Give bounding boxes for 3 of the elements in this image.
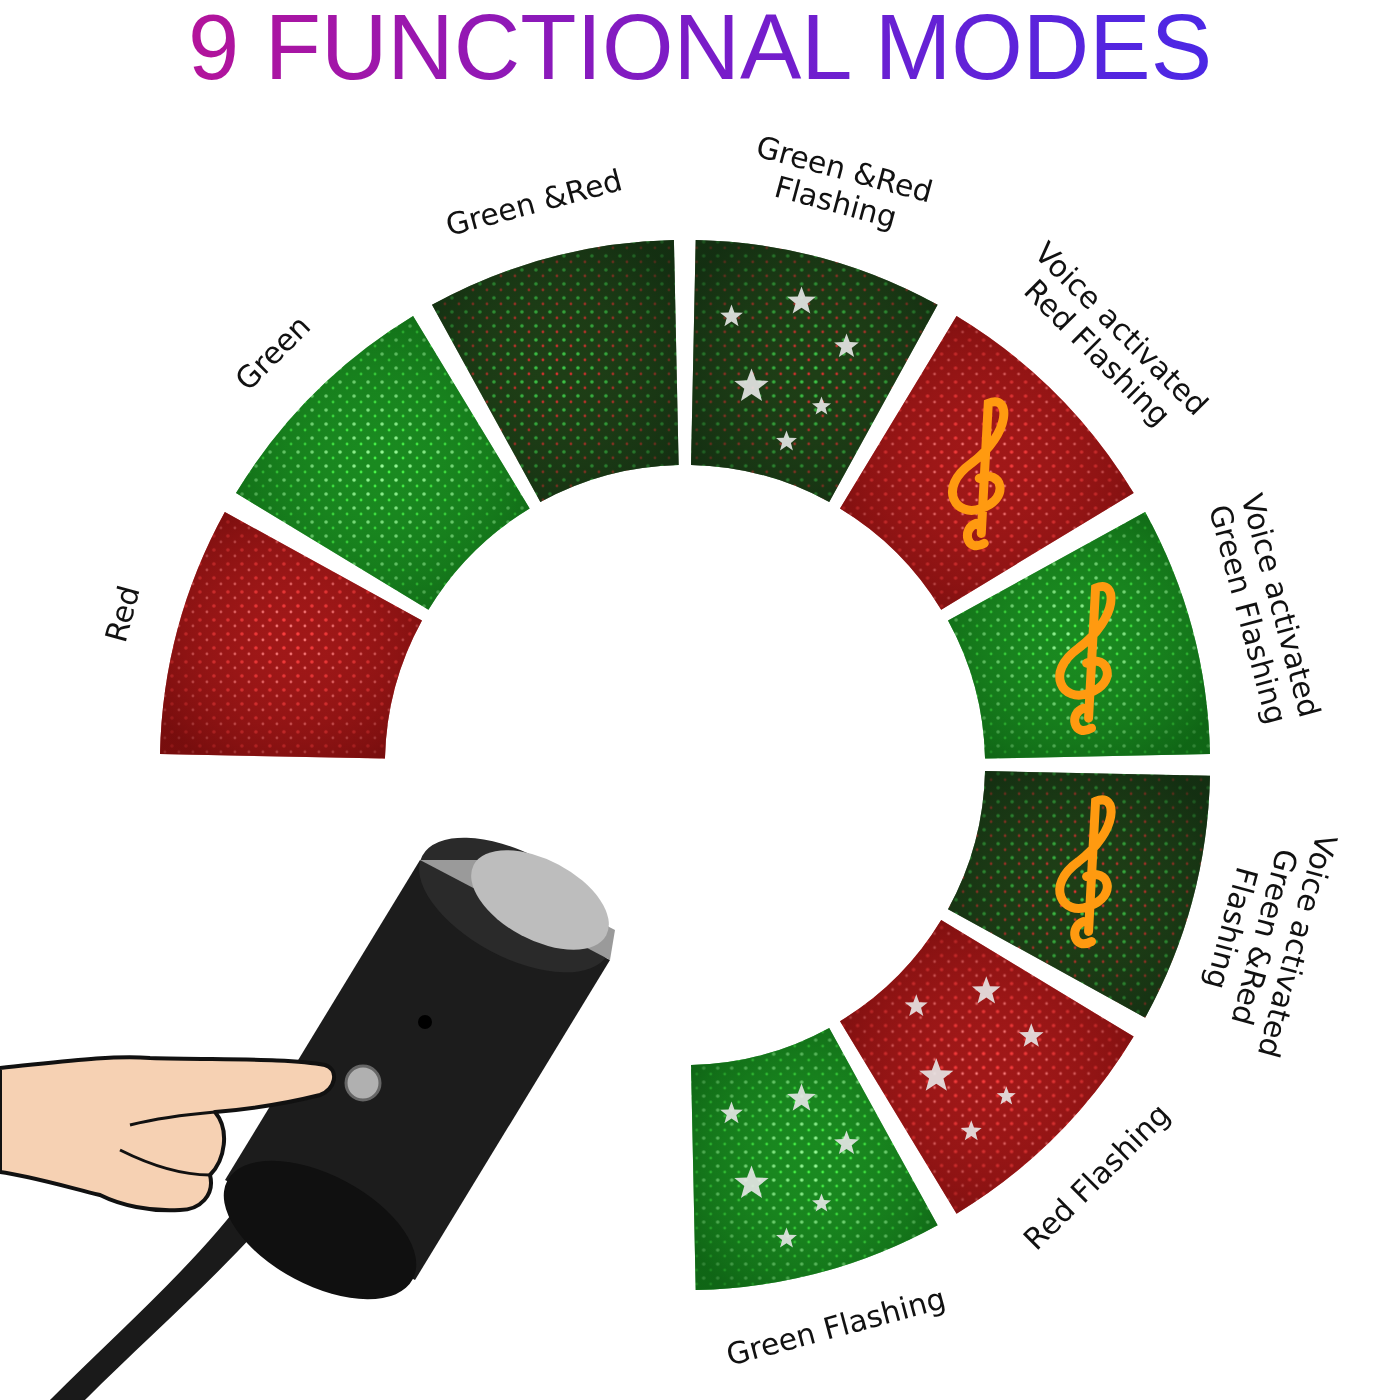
mode-label: Red [97,581,148,649]
mode-label: Green Flashing [721,1279,950,1375]
mode-label: Green &Red [441,161,628,245]
